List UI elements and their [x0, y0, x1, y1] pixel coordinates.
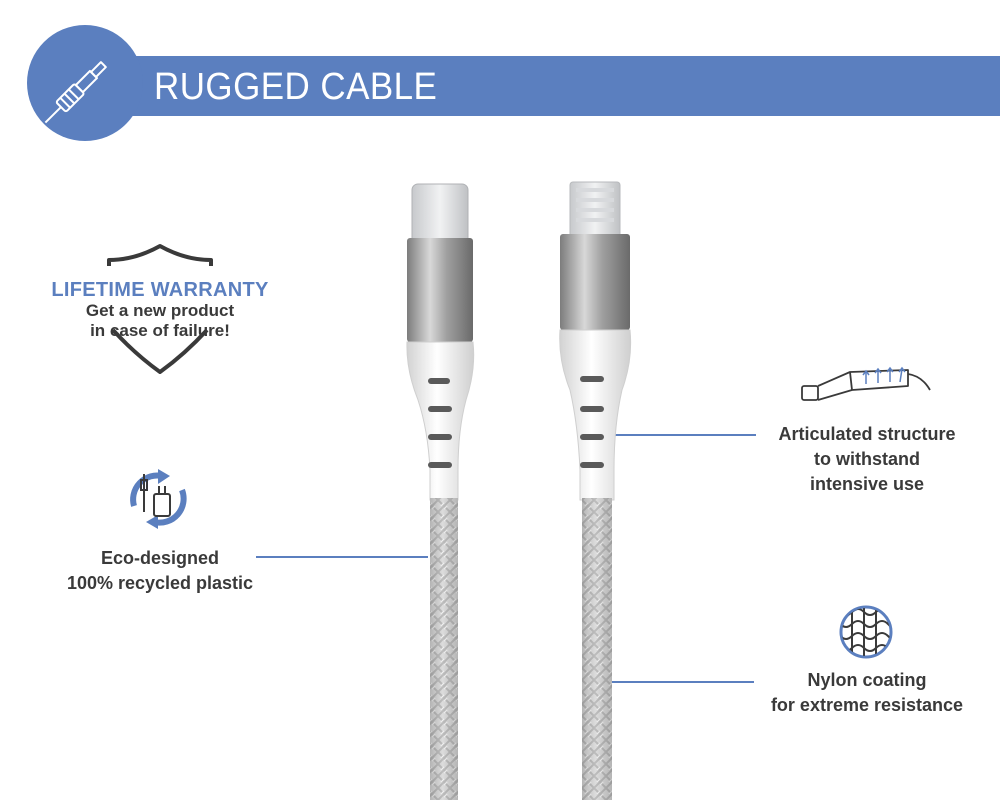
feature-line: Eco-designed: [100, 548, 220, 568]
lightning-connector: [559, 181, 632, 800]
articulated-pointer-line: [612, 434, 756, 436]
nylon-pointer-line: [612, 681, 754, 683]
feature-eco-text: Eco-designed 100% recycled plastic: [40, 546, 280, 596]
eco-pointer-line: [256, 556, 428, 558]
nylon-mesh-icon: [839, 605, 893, 659]
feature-line: Articulated structure: [778, 424, 956, 444]
warranty-text: Get a new product in case of failure!: [30, 301, 290, 341]
bending-cable-icon: [801, 366, 931, 401]
cable-icon: [44, 61, 107, 124]
feature-nylon-text: Nylon coating for extreme resistance: [742, 668, 992, 718]
header-banner: RUGGED CABLE: [80, 56, 1000, 116]
recycle-charger-icon: [130, 469, 187, 529]
product-image: [406, 181, 632, 800]
usb-c-connector: [406, 183, 475, 800]
header-badge: [27, 25, 143, 141]
feature-line: Nylon coating: [807, 670, 927, 690]
feature-line: for extreme resistance: [770, 695, 964, 715]
feature-line: intensive use: [809, 474, 925, 494]
warranty-title: LIFETIME WARRANTY: [51, 279, 269, 301]
warranty-line: Get a new product: [85, 301, 235, 320]
warranty-line: in case of failure!: [90, 321, 230, 340]
feature-line: to withstand: [814, 449, 920, 469]
feature-articulated-text: Articulated structure to withstand inten…: [750, 422, 984, 497]
shield-icon: [107, 244, 213, 374]
warranty-block: LIFETIME WARRANTY Get a new product in c…: [30, 238, 290, 378]
page-title: RUGGED CABLE: [154, 66, 438, 108]
feature-line: 100% recycled plastic: [66, 573, 254, 593]
